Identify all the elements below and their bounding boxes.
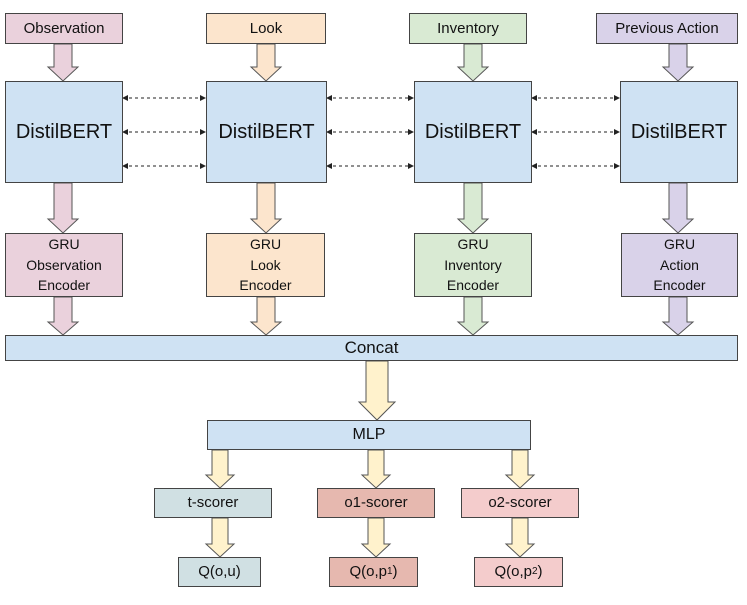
input-label: Observation (23, 19, 105, 37)
concat-bar: Concat (5, 335, 738, 361)
gru-line: GRU (48, 236, 80, 253)
input-label: Inventory (437, 19, 499, 37)
o1-scorer-box: o1-scorer (317, 488, 435, 518)
scorer-label: o2-scorer (488, 494, 552, 511)
arrow-inventory-bert (456, 182, 490, 234)
arrow-action-gru (661, 296, 695, 336)
distilbert-label: DistilBERT (424, 120, 522, 143)
gru-line: Encoder (37, 277, 91, 294)
distilbert-action: DistilBERT (620, 81, 738, 183)
input-previous-action: Previous Action (596, 13, 738, 44)
output-q-o-u: Q(o,u) (178, 557, 261, 587)
gru-line: GRU (457, 236, 489, 253)
mlp-label: MLP (352, 426, 386, 443)
distilbert-label: DistilBERT (15, 120, 113, 143)
gru-line: GRU (663, 236, 696, 253)
gru-line: Action (660, 256, 699, 273)
gru-observation-encoder: GRU Observation Encoder (5, 233, 123, 297)
arrow-inventory-gru (456, 296, 490, 336)
output-text: Q(o,u) (198, 563, 241, 580)
input-inventory: Inventory (409, 13, 527, 44)
gru-line: Inventory (444, 256, 502, 273)
gru-look-encoder: GRU Look Encoder (206, 233, 325, 297)
gru-line: Encoder (653, 277, 706, 294)
gru-line: Look (250, 256, 281, 273)
output-text: Q(o,p (494, 563, 532, 580)
scorer-label: o1-scorer (344, 494, 408, 511)
gru-line: Encoder (446, 277, 500, 294)
output-subscript: 1 (386, 566, 393, 577)
arrow-observation-gru (46, 296, 80, 336)
gru-line: Observation (26, 256, 102, 273)
gru-action-encoder: GRU Action Encoder (621, 233, 738, 297)
arrow-t-output (204, 517, 236, 558)
arrow-mlp-o1 (360, 449, 392, 489)
output-text-suffix: ) (392, 563, 398, 580)
input-label: Previous Action (615, 19, 719, 37)
input-label: Look (249, 19, 283, 37)
distilbert-observation: DistilBERT (5, 81, 123, 183)
mlp-bar: MLP (207, 420, 531, 450)
arrow-observation-input (46, 43, 80, 82)
arrow-look-bert (249, 182, 283, 234)
input-look: Look (206, 13, 326, 44)
gru-line: GRU (249, 236, 282, 253)
arrow-action-bert (661, 182, 695, 234)
arrow-look-gru (249, 296, 283, 336)
arrow-observation-bert (46, 182, 80, 234)
scorer-label: t-scorer (187, 494, 239, 511)
t-scorer-box: t-scorer (154, 488, 272, 518)
o2-scorer-box: o2-scorer (461, 488, 579, 518)
arrow-o1-output (360, 517, 392, 558)
distilbert-label: DistilBERT (630, 120, 728, 143)
output-text-suffix: ) (537, 563, 543, 580)
input-observation: Observation (5, 13, 123, 44)
arrow-mlp-o2 (504, 449, 536, 489)
distilbert-label: DistilBERT (218, 120, 315, 143)
arrow-mlp-t (204, 449, 236, 489)
arrow-o2-output (504, 517, 536, 558)
distilbert-look: DistilBERT (206, 81, 327, 183)
distilbert-inventory: DistilBERT (414, 81, 532, 183)
output-text: Q(o,p (349, 563, 387, 580)
arrow-concat-mlp (357, 360, 397, 421)
arrow-look-input (249, 43, 283, 82)
gru-line: Encoder (239, 277, 292, 294)
arrow-inventory-input (456, 43, 490, 82)
gru-inventory-encoder: GRU Inventory Encoder (414, 233, 532, 297)
arrow-action-input (661, 43, 695, 82)
output-subscript: 2 (531, 566, 538, 577)
concat-label: Concat (344, 338, 399, 357)
